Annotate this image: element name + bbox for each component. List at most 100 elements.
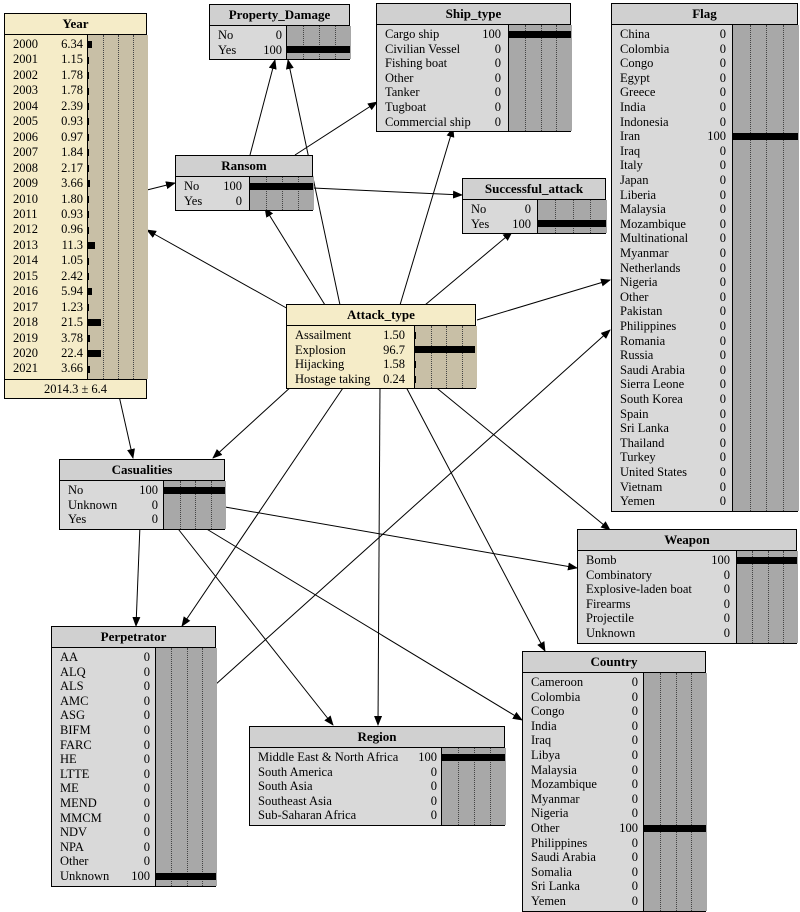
state-row[interactable]: ALQ0 bbox=[52, 665, 215, 680]
state-row[interactable]: 20021.78 bbox=[5, 68, 146, 83]
state-row[interactable]: Nigeria0 bbox=[612, 275, 797, 290]
node-successful-attack[interactable]: Successful_attackNo0Yes100 bbox=[462, 178, 606, 234]
state-row[interactable]: Sri Lanka0 bbox=[523, 879, 705, 894]
state-row[interactable]: Civilian Vessel0 bbox=[377, 42, 570, 57]
state-row[interactable]: Commercial ship0 bbox=[377, 115, 570, 130]
state-row[interactable]: 20213.66 bbox=[5, 361, 146, 376]
state-row[interactable]: Greece0 bbox=[612, 85, 797, 100]
state-row[interactable]: 20101.80 bbox=[5, 192, 146, 207]
state-row[interactable]: Spain0 bbox=[612, 407, 797, 422]
state-row[interactable]: Congo0 bbox=[612, 56, 797, 71]
state-row[interactable]: Other0 bbox=[52, 854, 215, 869]
state-row[interactable]: Mozambique0 bbox=[523, 777, 705, 792]
state-row[interactable]: Yemen0 bbox=[523, 894, 705, 909]
state-row[interactable]: Somalia0 bbox=[523, 865, 705, 880]
state-row[interactable]: NPA0 bbox=[52, 840, 215, 855]
state-row[interactable]: Tanker0 bbox=[377, 85, 570, 100]
node-weapon[interactable]: WeaponBomb100Combinatory0Explosive-laden… bbox=[577, 529, 797, 644]
state-row[interactable]: 20050.93 bbox=[5, 114, 146, 129]
state-row[interactable]: India0 bbox=[612, 100, 797, 115]
state-row[interactable]: United States0 bbox=[612, 465, 797, 480]
state-row[interactable]: Iran100 bbox=[612, 129, 797, 144]
state-row[interactable]: No100 bbox=[176, 179, 312, 194]
state-row[interactable]: 20152.42 bbox=[5, 269, 146, 284]
state-row[interactable]: Explosive-laden boat0 bbox=[578, 582, 796, 597]
state-row[interactable]: Myanmar0 bbox=[523, 792, 705, 807]
state-row[interactable]: 20141.05 bbox=[5, 253, 146, 268]
state-row[interactable]: Unknown100 bbox=[52, 869, 215, 884]
state-row[interactable]: 20082.17 bbox=[5, 161, 146, 176]
state-row[interactable]: Other0 bbox=[612, 290, 797, 305]
state-row[interactable]: 20110.93 bbox=[5, 207, 146, 222]
state-row[interactable]: Tugboat0 bbox=[377, 100, 570, 115]
state-row[interactable]: MMCM0 bbox=[52, 811, 215, 826]
state-row[interactable]: 201821.5 bbox=[5, 315, 146, 330]
state-row[interactable]: ALS0 bbox=[52, 679, 215, 694]
state-row[interactable]: Japan0 bbox=[612, 173, 797, 188]
state-row[interactable]: Other100 bbox=[523, 821, 705, 836]
state-row[interactable]: 20120.96 bbox=[5, 222, 146, 237]
state-row[interactable]: Romania0 bbox=[612, 334, 797, 349]
state-row[interactable]: Bomb100 bbox=[578, 553, 796, 568]
state-row[interactable]: Malaysia0 bbox=[523, 763, 705, 778]
state-row[interactable]: 202022.4 bbox=[5, 346, 146, 361]
state-row[interactable]: Colombia0 bbox=[523, 690, 705, 705]
state-row[interactable]: Thailand0 bbox=[612, 436, 797, 451]
state-row[interactable]: MEND0 bbox=[52, 796, 215, 811]
state-row[interactable]: South Asia0 bbox=[250, 779, 504, 794]
state-row[interactable]: Russia0 bbox=[612, 348, 797, 363]
state-row[interactable]: Yes100 bbox=[463, 217, 605, 232]
state-row[interactable]: 20060.97 bbox=[5, 130, 146, 145]
state-row[interactable]: Congo0 bbox=[523, 704, 705, 719]
state-row[interactable]: Cameroon0 bbox=[523, 675, 705, 690]
state-row[interactable]: Indonesia0 bbox=[612, 115, 797, 130]
state-row[interactable]: China0 bbox=[612, 27, 797, 42]
state-row[interactable]: AA0 bbox=[52, 650, 215, 665]
state-row[interactable]: Vietnam0 bbox=[612, 480, 797, 495]
state-row[interactable]: Italy0 bbox=[612, 158, 797, 173]
state-row[interactable]: Combinatory0 bbox=[578, 568, 796, 583]
state-row[interactable]: Philippines0 bbox=[523, 836, 705, 851]
node-ship-type[interactable]: Ship_typeCargo ship100Civilian Vessel0Fi… bbox=[376, 3, 571, 132]
state-row[interactable]: Nigeria0 bbox=[523, 806, 705, 821]
state-row[interactable]: Firearms0 bbox=[578, 597, 796, 612]
state-row[interactable]: Myanmar0 bbox=[612, 246, 797, 261]
state-row[interactable]: Netherlands0 bbox=[612, 261, 797, 276]
state-row[interactable]: AMC0 bbox=[52, 694, 215, 709]
state-row[interactable]: Turkey0 bbox=[612, 450, 797, 465]
state-row[interactable]: NDV0 bbox=[52, 825, 215, 840]
state-row[interactable]: Egypt0 bbox=[612, 71, 797, 86]
state-row[interactable]: Projectile0 bbox=[578, 611, 796, 626]
node-ransom[interactable]: RansomNo100Yes0 bbox=[175, 155, 313, 211]
state-row[interactable]: Unknown0 bbox=[578, 626, 796, 641]
state-row[interactable]: 20171.23 bbox=[5, 300, 146, 315]
state-row[interactable]: Malaysia0 bbox=[612, 202, 797, 217]
state-row[interactable]: Mozambique0 bbox=[612, 217, 797, 232]
state-row[interactable]: ME0 bbox=[52, 781, 215, 796]
node-year[interactable]: Year20006.3420011.1520021.7820031.782004… bbox=[4, 13, 147, 399]
node-casualities[interactable]: CasualitiesNo100Unknown0Yes0 bbox=[59, 459, 225, 530]
state-row[interactable]: 20165.94 bbox=[5, 284, 146, 299]
state-row[interactable]: 20093.66 bbox=[5, 176, 146, 191]
state-row[interactable]: Yes0 bbox=[176, 194, 312, 209]
state-row[interactable]: BIFM0 bbox=[52, 723, 215, 738]
state-row[interactable]: Other0 bbox=[377, 71, 570, 86]
node-region[interactable]: RegionMiddle East & North Africa100South… bbox=[249, 726, 505, 826]
state-row[interactable]: South America0 bbox=[250, 765, 504, 780]
state-row[interactable]: Fishing boat0 bbox=[377, 56, 570, 71]
state-row[interactable]: No0 bbox=[210, 28, 349, 43]
state-row[interactable]: Pakistan0 bbox=[612, 304, 797, 319]
state-row[interactable]: Iraq0 bbox=[612, 144, 797, 159]
state-row[interactable]: Yes0 bbox=[60, 512, 224, 527]
state-row[interactable]: 20071.84 bbox=[5, 145, 146, 160]
state-row[interactable]: Middle East & North Africa100 bbox=[250, 750, 504, 765]
state-row[interactable]: 20193.78 bbox=[5, 331, 146, 346]
state-row[interactable]: 20011.15 bbox=[5, 52, 146, 67]
state-row[interactable]: ASG0 bbox=[52, 708, 215, 723]
state-row[interactable]: HE0 bbox=[52, 752, 215, 767]
state-row[interactable]: Yes100 bbox=[210, 43, 349, 58]
state-row[interactable]: Colombia0 bbox=[612, 42, 797, 57]
node-flag[interactable]: FlagChina0Colombia0Congo0Egypt0Greece0In… bbox=[611, 3, 798, 512]
state-row[interactable]: 20006.34 bbox=[5, 37, 146, 52]
state-row[interactable]: Unknown0 bbox=[60, 498, 224, 513]
